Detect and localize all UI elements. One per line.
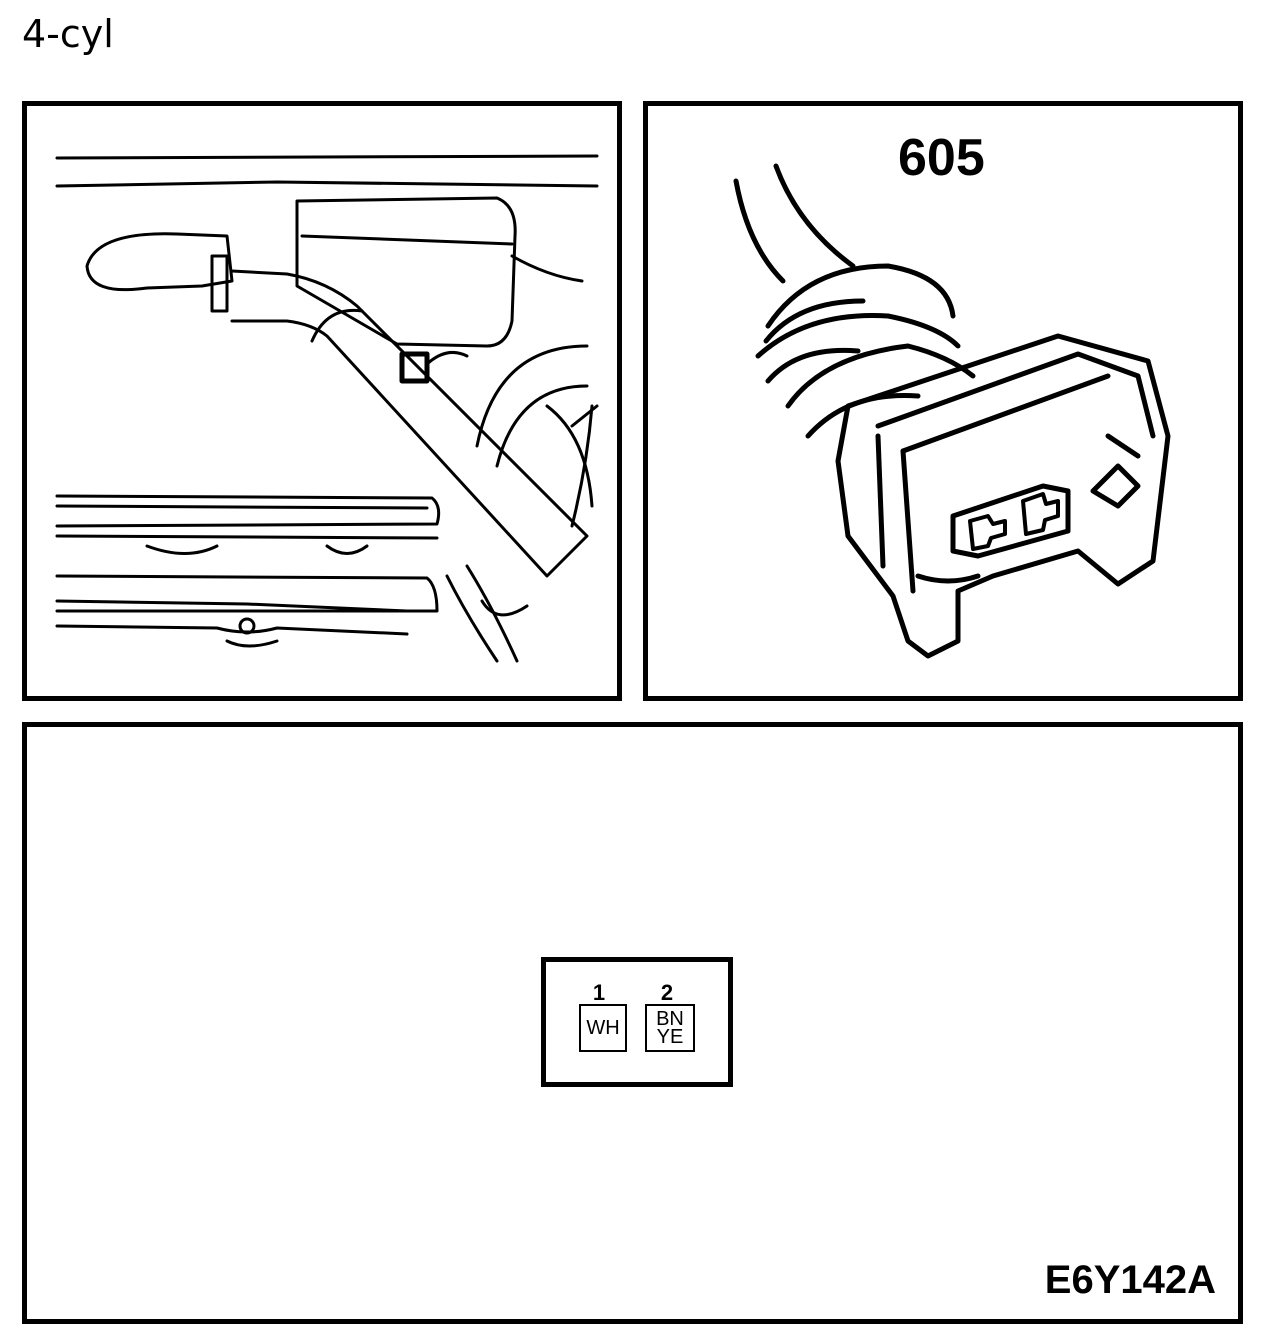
pin-1-cavity: WH: [579, 1004, 627, 1052]
connector-illustration-panel: 605: [643, 101, 1243, 701]
connector-drawing: [733, 163, 1171, 659]
pin-2-wire-colour-2: YE: [656, 1026, 684, 1048]
pin-1-number: 1: [592, 980, 606, 1005]
pin-layout-panel: 1 2 WH BN YE E6Y142A: [22, 722, 1243, 1324]
figure-reference-code: E6Y142A: [1044, 1258, 1216, 1302]
page-title: 4-cyl: [22, 12, 114, 56]
connector-face: 1 2 WH BN YE: [541, 957, 733, 1087]
pin-2-number: 2: [660, 980, 674, 1005]
pin-2-wire-colour-1: BN: [656, 1008, 684, 1030]
connector-number: 605: [898, 129, 985, 187]
engine-location-panel: [22, 101, 622, 701]
pin-2-cavity: BN YE: [645, 1004, 695, 1052]
pin-1-wire-colour: WH: [586, 1017, 620, 1039]
engine-bay-illustration: [55, 154, 599, 663]
